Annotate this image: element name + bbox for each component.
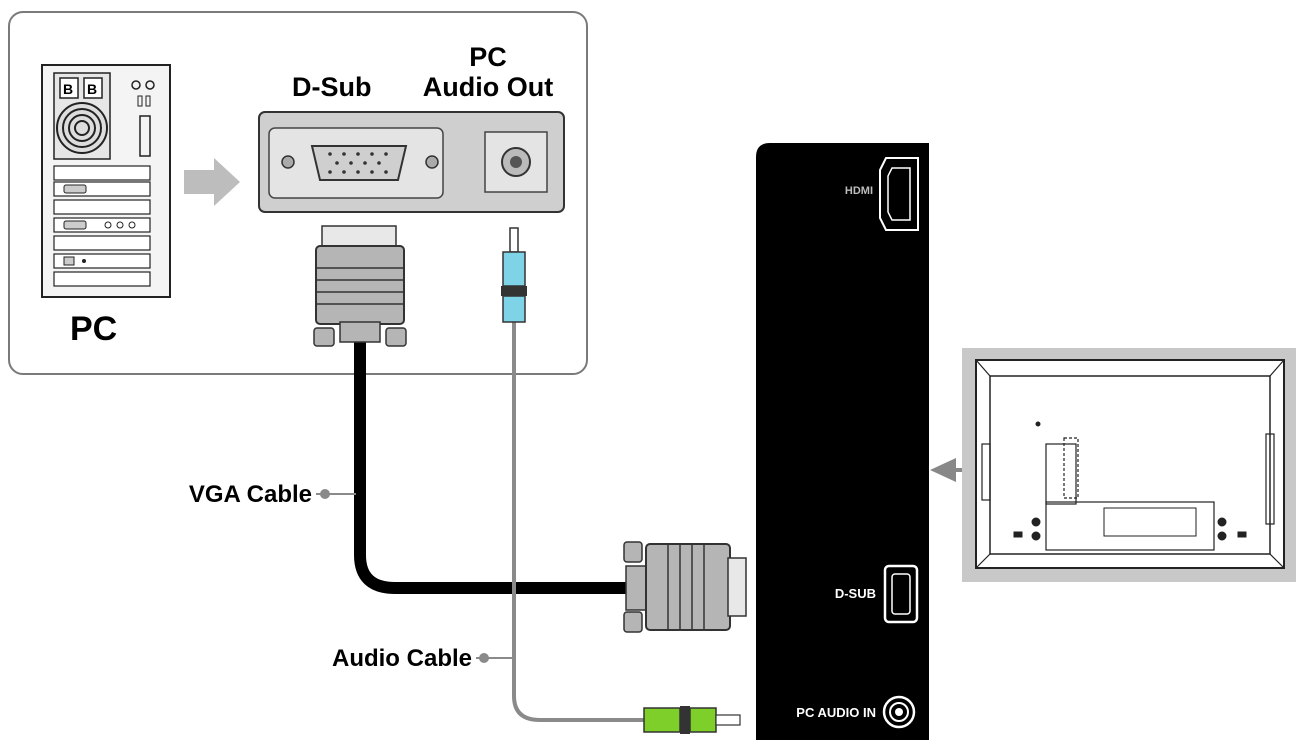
audio-plug-icon xyxy=(501,227,527,323)
hdmi-label: HDMI xyxy=(845,185,873,197)
vga-plug-right-icon xyxy=(623,541,747,633)
audio-cable-label: Audio Cable xyxy=(332,645,472,672)
pc-audio-out-label-line1: PC xyxy=(469,42,507,72)
vga-cable-label: VGA Cable xyxy=(189,481,312,508)
dsub-label: D-Sub xyxy=(292,72,371,102)
pc-audio-in-jack-icon xyxy=(882,695,916,729)
pc-tower-icon: B B xyxy=(41,64,171,298)
audio-plug-right-icon xyxy=(643,706,741,734)
pc-audio-out-label-line2: Audio Out xyxy=(423,72,553,102)
dsub-port-tv-icon xyxy=(883,564,919,624)
tv-side-panel xyxy=(756,143,929,740)
svg-text:B: B xyxy=(87,81,97,97)
pc-label: PC xyxy=(70,310,117,348)
dsub-port-icon xyxy=(268,127,444,199)
pc-audio-in-label: PC AUDIO IN xyxy=(796,705,876,720)
right-arrow-icon xyxy=(184,158,240,206)
vga-plug-icon xyxy=(313,225,407,347)
hdmi-port-icon xyxy=(879,157,919,231)
audio-jack-icon xyxy=(484,131,548,193)
vga-cable-line xyxy=(354,340,630,594)
svg-text:B: B xyxy=(63,81,73,97)
audio-cable-line xyxy=(512,320,648,722)
dsub-port-label: D-SUB xyxy=(835,586,876,601)
tv-back-thumbnail-icon xyxy=(975,359,1285,569)
